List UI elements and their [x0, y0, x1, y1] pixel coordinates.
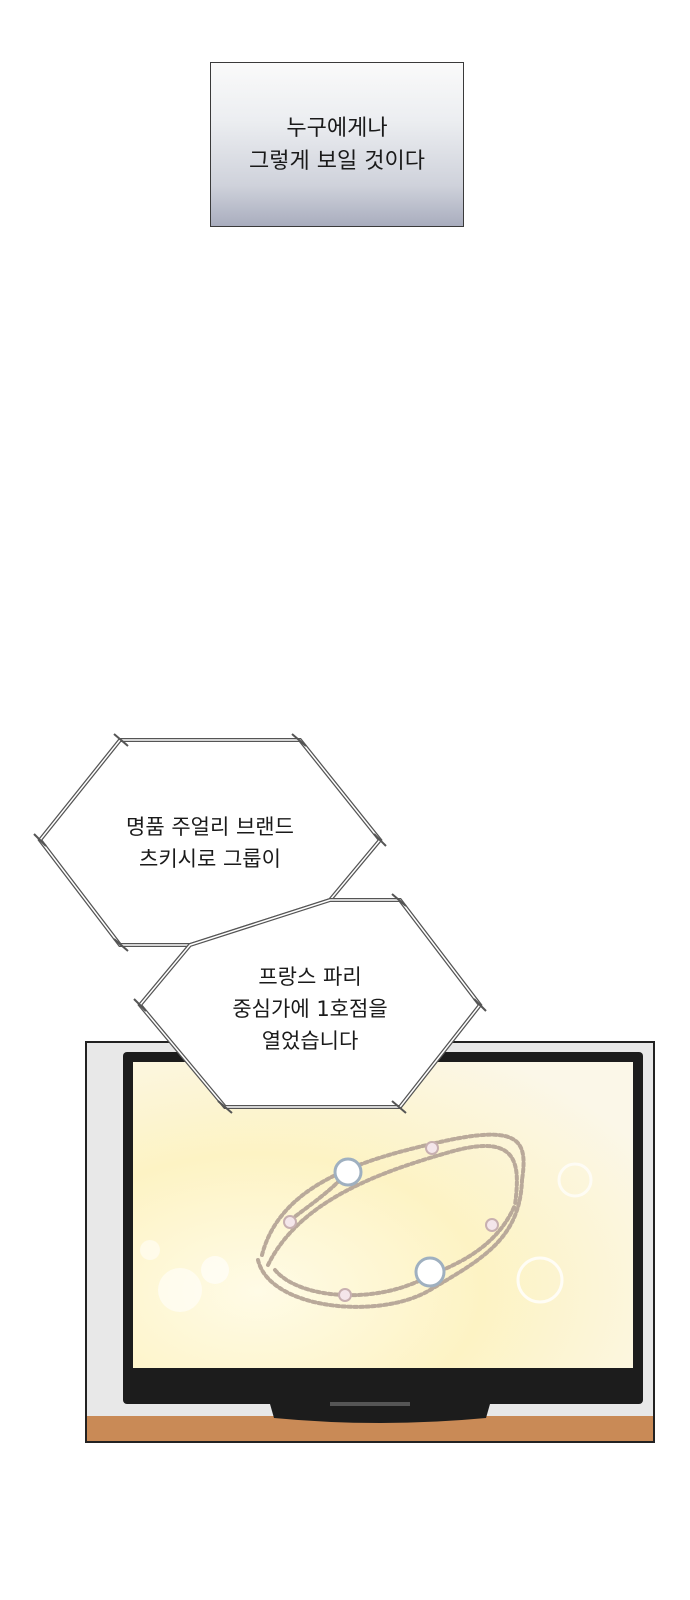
speech-bubble-top-text: 명품 주얼리 브랜드 츠키시로 그룹이: [90, 811, 330, 875]
narration-line-1: 누구에게나: [286, 115, 388, 141]
tv-stand: [270, 1404, 490, 1423]
sparkle-ring: [557, 1162, 593, 1198]
bubble-bottom-line-1: 프랑스 파리: [258, 965, 362, 989]
bubble-bottom-line-3: 열었습니다: [261, 1029, 359, 1053]
necklace-gem: [333, 1157, 363, 1187]
narration-box: 누구에게나 그렇게 보일 것이다: [210, 62, 464, 227]
tv-screen: [133, 1062, 633, 1368]
bubble-bottom-line-2: 중심가에 1호점을: [232, 997, 388, 1021]
necklace-pearl: [283, 1215, 297, 1229]
bokeh-light: [140, 1240, 160, 1260]
sparkle-ring: [516, 1256, 564, 1304]
bubble-top-line-1: 명품 주얼리 브랜드: [126, 815, 294, 839]
bokeh-light: [201, 1256, 229, 1284]
necklace-gem: [414, 1256, 446, 1288]
bokeh-light: [158, 1268, 202, 1312]
tv-stand-detail: [330, 1402, 410, 1406]
bubble-top-line-2: 츠키시로 그룹이: [139, 847, 281, 871]
necklace-pearl: [425, 1141, 439, 1155]
narration-line-2: 그렇게 보일 것이다: [249, 148, 425, 174]
necklace-pearl: [338, 1288, 352, 1302]
speech-bubble-bottom-text: 프랑스 파리 중심가에 1호점을 열었습니다: [195, 961, 425, 1057]
speech-bubbles: [33, 733, 487, 1114]
necklace-pearl: [485, 1218, 499, 1232]
tv-panel: [85, 1041, 655, 1443]
